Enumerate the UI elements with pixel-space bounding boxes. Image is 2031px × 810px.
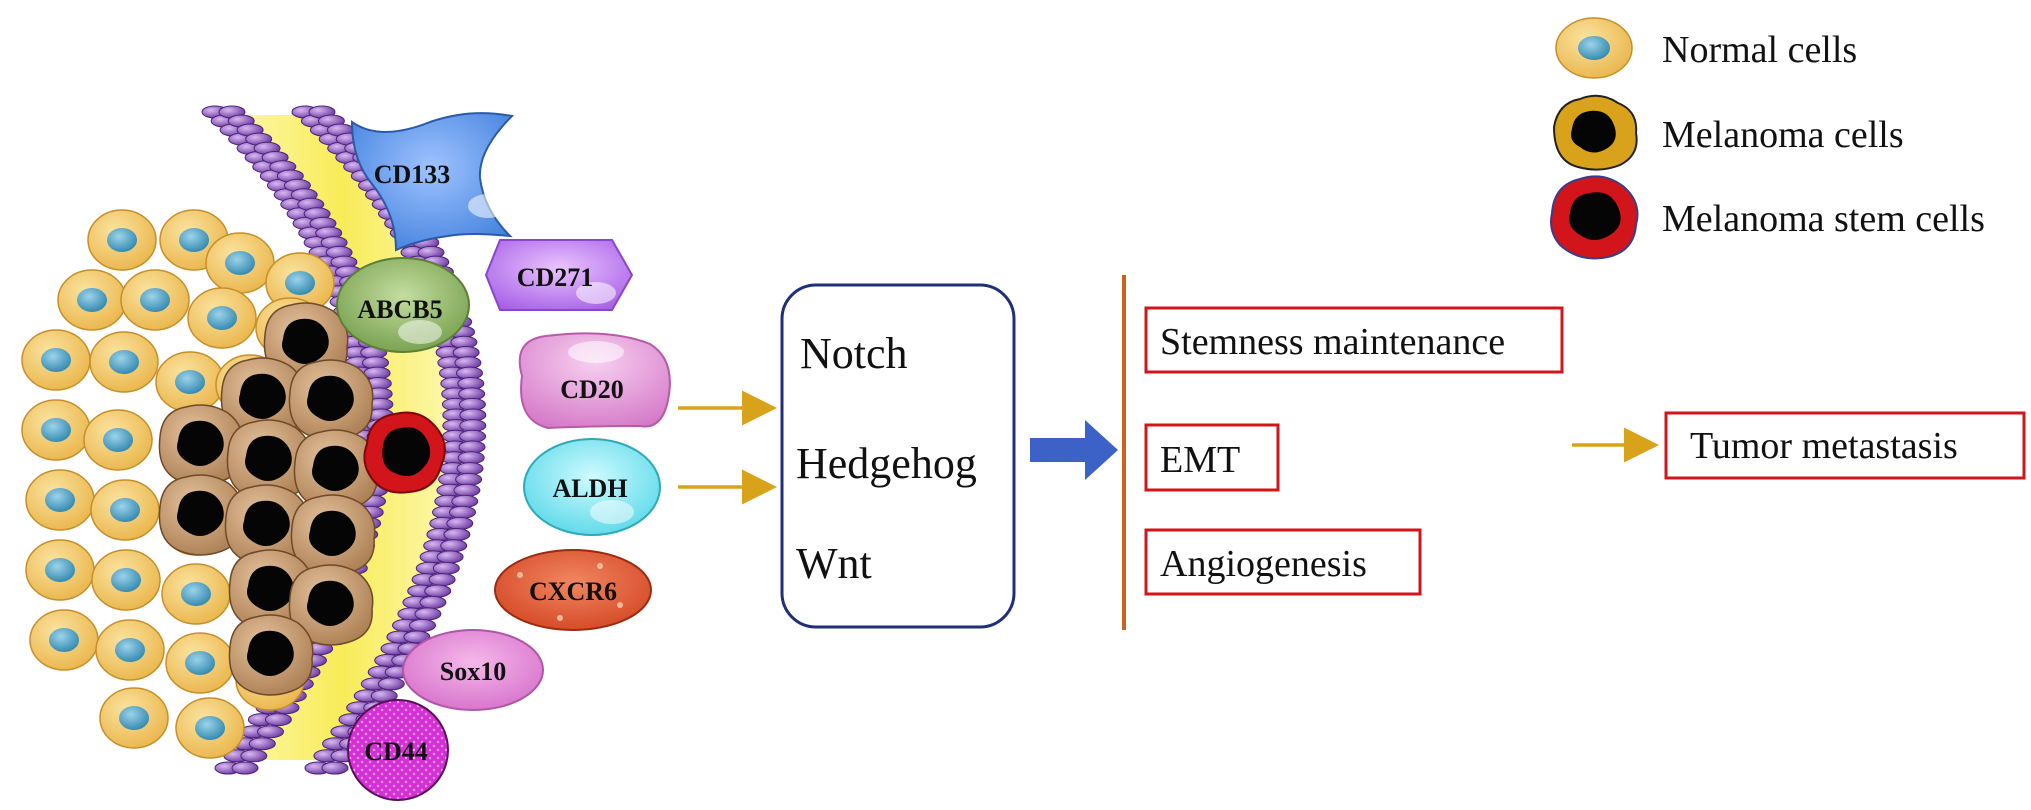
outcome-stemness-maintenance: Stemness maintenance	[1144, 306, 1564, 374]
melanoma-cell	[158, 404, 244, 486]
normal-cell	[25, 539, 95, 601]
melanoma-cell	[288, 359, 374, 441]
membrane-bead	[240, 749, 268, 763]
melanoma-cell	[288, 564, 374, 646]
arrow-pathways-to-outcomes	[1030, 420, 1118, 480]
marker-sox10: Sox10	[402, 629, 544, 711]
legend-melanoma-cells-icon	[1552, 94, 1638, 171]
normal-cell	[89, 331, 159, 393]
legend-melanoma-stem-cells-label: Melanoma stem cells	[1662, 198, 1985, 240]
pathway-wnt: Wnt	[796, 539, 872, 588]
membrane-bead	[264, 713, 292, 727]
marker-cd271-label: CD271	[517, 263, 594, 292]
membrane-bead	[453, 483, 481, 497]
membrane-bead	[248, 737, 276, 751]
membrane-bead	[257, 725, 284, 739]
membrane-bead	[377, 677, 405, 691]
membrane-bead	[459, 419, 487, 433]
signaling-pathways-box: Notch Hedgehog Wnt	[780, 283, 1016, 629]
membrane-bead	[428, 573, 456, 587]
pathway-notch: Notch	[800, 329, 908, 378]
normal-cell	[165, 632, 235, 694]
normal-cell	[83, 409, 153, 471]
marker-cd20-label: CD20	[560, 375, 624, 404]
outcome-emt: EMT	[1144, 423, 1280, 492]
membrane-bead	[449, 505, 476, 519]
pathway-hedgehog: Hedgehog	[796, 439, 977, 488]
membrane-bead	[432, 561, 460, 575]
legend: Normal cells Melanoma cells Melanoma ste…	[1550, 17, 1985, 260]
marker-cd133: CD133	[350, 112, 515, 252]
membrane-bead	[440, 539, 468, 553]
marker-cd271: CD271	[484, 239, 634, 311]
normal-cell	[29, 609, 99, 671]
outcome-stemness-label: Stemness maintenance	[1160, 321, 1505, 363]
marker-cxcr6-label: CXCR6	[529, 577, 617, 606]
membrane-bead	[446, 516, 474, 530]
melanoma-cell	[293, 429, 379, 511]
melanoma-stem-cell	[363, 411, 446, 494]
normal-cell	[25, 469, 95, 531]
marker-abcb5-label: ABCB5	[357, 295, 442, 324]
result-tumor-metastasis-label: Tumor metastasis	[1690, 425, 1958, 467]
result-tumor-metastasis: Tumor metastasis	[1664, 411, 2026, 480]
membrane-bead	[424, 584, 452, 598]
marker-cxcr6: CXCR6	[494, 549, 652, 631]
outcome-angiogenesis-label: Angiogenesis	[1160, 543, 1367, 585]
legend-normal-cells-label: Normal cells	[1662, 29, 1857, 71]
normal-cell	[21, 329, 91, 391]
marker-cd20: CD20	[518, 332, 671, 430]
normal-cell	[161, 563, 231, 625]
normal-cell	[155, 351, 225, 413]
melanoma-cell	[228, 614, 314, 696]
membrane-bead	[321, 761, 349, 775]
membrane-bead	[458, 440, 486, 454]
outcome-emt-label: EMT	[1160, 439, 1240, 481]
membrane-bead	[436, 550, 464, 564]
membrane-bead	[443, 528, 471, 541]
normal-cell	[21, 399, 91, 461]
legend-melanoma-cells-label: Melanoma cells	[1662, 114, 1904, 156]
normal-cell	[57, 269, 127, 331]
membrane-bead	[455, 472, 483, 486]
normal-cell	[205, 232, 275, 294]
membrane-bead	[456, 462, 484, 476]
normal-cell	[120, 269, 190, 331]
membrane-bead	[419, 595, 447, 609]
normal-cell	[87, 209, 157, 271]
normal-cell	[90, 479, 160, 541]
outcome-angiogenesis: Angiogenesis	[1144, 528, 1422, 596]
membrane-bead	[231, 761, 259, 775]
melanoma-cell	[220, 357, 306, 439]
melanoma-cell-cluster	[158, 302, 379, 696]
marker-cd44-label: CD44	[364, 737, 428, 766]
marker-aldh-label: ALDH	[552, 474, 627, 503]
normal-cell	[91, 549, 161, 611]
marker-cd44: CD44	[347, 699, 449, 801]
marker-cd133-label: CD133	[374, 160, 451, 189]
legend-melanoma-stem-cells-icon	[1550, 175, 1639, 260]
marker-aldh: ALDH	[523, 438, 661, 536]
membrane-bead	[414, 607, 442, 621]
membrane-bead	[457, 451, 485, 465]
membrane-bead	[459, 429, 487, 443]
melanoma-cell	[224, 484, 310, 566]
marker-sox10-label: Sox10	[440, 657, 506, 686]
normal-cell	[187, 287, 257, 349]
marker-abcb5: ABCB5	[336, 257, 470, 353]
melanoma-cell	[158, 474, 244, 556]
normal-cell	[175, 697, 245, 759]
normal-cell	[95, 619, 165, 681]
legend-normal-cells-icon	[1555, 17, 1633, 79]
normal-cell	[99, 687, 169, 749]
membrane-bead	[409, 618, 436, 632]
membrane-bead	[451, 494, 479, 508]
